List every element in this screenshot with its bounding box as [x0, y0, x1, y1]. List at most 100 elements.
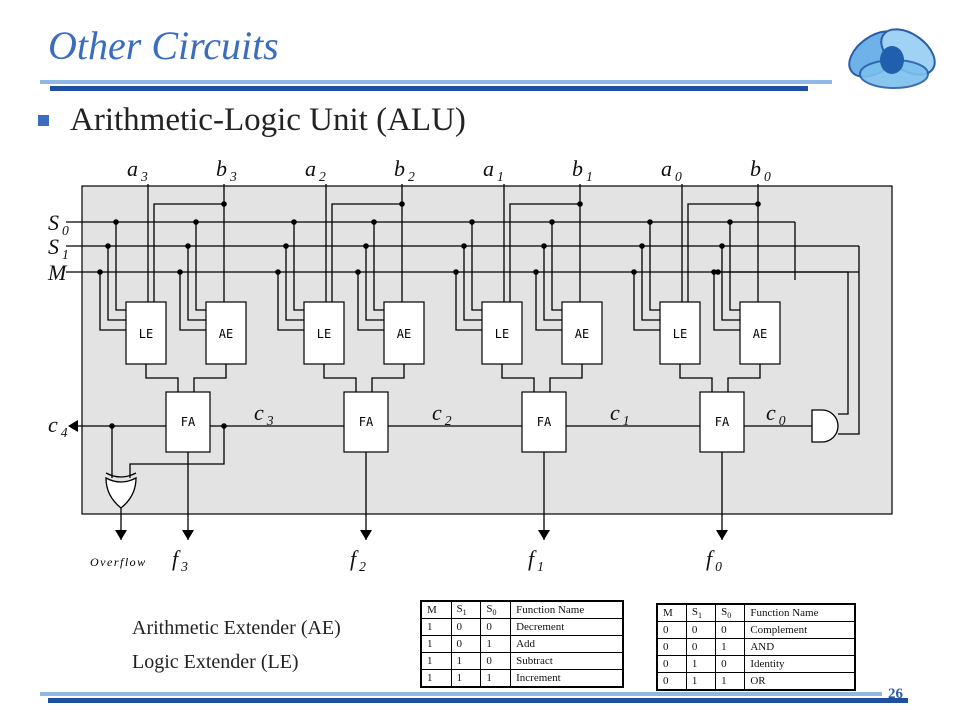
- le-block-label: LE: [673, 327, 687, 341]
- wire-b-to-le: [687, 203, 758, 302]
- ae-block-label: AE: [575, 327, 589, 341]
- table-cell: Complement: [744, 621, 855, 639]
- table-cell: 0: [656, 638, 687, 656]
- le-to-fa-wire: [501, 364, 535, 392]
- table-cell: 1: [685, 655, 716, 673]
- control-label-m: M: [47, 260, 68, 285]
- and-input-m: [718, 271, 849, 415]
- control-tap-ae: [551, 222, 562, 311]
- control-tap-le: [115, 222, 126, 311]
- ae-block: [561, 301, 603, 365]
- le-block: [303, 301, 345, 365]
- ae-table-header-2: S0: [480, 601, 511, 619]
- control-tap-ae: [535, 272, 562, 331]
- ae-block: [739, 301, 781, 365]
- le-block-label: LE: [139, 327, 153, 341]
- ae-block-label: AE: [397, 327, 411, 341]
- control-tap-le: [285, 246, 304, 321]
- title-divider-light: [40, 80, 832, 84]
- control-tap-le: [455, 272, 482, 331]
- le-block-label: LE: [317, 327, 331, 341]
- table-cell: 1: [420, 635, 452, 653]
- table-cell: 1: [420, 618, 452, 636]
- table-cell: 1: [480, 669, 511, 688]
- le-to-fa-wire: [679, 364, 713, 392]
- table-cell: Add: [510, 635, 623, 653]
- fa-block-label: FA: [359, 415, 374, 429]
- and-gate: [811, 409, 839, 443]
- table-cell: 1: [480, 635, 511, 653]
- ae-to-fa-wire: [371, 364, 405, 392]
- control-tap-ae: [729, 222, 740, 311]
- ae-block-label: AE: [219, 327, 233, 341]
- le-to-fa-wire: [323, 364, 357, 392]
- control-tap-le: [633, 272, 660, 331]
- table-cell: 0: [450, 618, 481, 636]
- control-tap-ae: [195, 222, 206, 311]
- fa-block: [343, 391, 389, 453]
- ae-to-fa-wire: [549, 364, 583, 392]
- control-tap-ae: [187, 246, 206, 321]
- control-tap-ae: [373, 222, 384, 311]
- table-cell: 0: [480, 652, 511, 670]
- output-arrow-f2: [360, 530, 372, 540]
- control-tap-ae: [713, 272, 740, 331]
- title-divider-dark: [50, 86, 808, 91]
- table-cell: Increment: [510, 669, 623, 688]
- table-cell: 0: [715, 655, 745, 673]
- ae-label: Arithmetic Extender (AE): [132, 617, 341, 639]
- output-arrow-f3: [182, 530, 194, 540]
- wire-b-to-le: [331, 203, 402, 302]
- table-cell: 1: [715, 672, 745, 691]
- output-arrow-f0: [716, 530, 728, 540]
- control-tap-ae: [357, 272, 384, 331]
- xor-input-c3: [129, 426, 225, 478]
- table-cell: 0: [685, 621, 716, 639]
- le-table-header-0: M: [656, 604, 687, 622]
- ae-to-fa-wire: [727, 364, 761, 392]
- control-tap-le: [107, 246, 126, 321]
- output-arrow-f1: [538, 530, 550, 540]
- le-table-header-1: S1: [685, 604, 716, 622]
- and-input-s1: [838, 246, 860, 435]
- table-cell: 0: [656, 672, 687, 691]
- bullet-icon: [38, 115, 49, 126]
- carry-out-arrow: [68, 420, 78, 432]
- control-tap-le: [277, 272, 304, 331]
- xor-gate: [105, 476, 137, 509]
- fa-block-label: FA: [715, 415, 730, 429]
- logo: [848, 28, 936, 89]
- footer-divider-dark: [48, 698, 908, 703]
- table-cell: 1: [685, 672, 716, 691]
- table-cell: 0: [715, 621, 745, 639]
- table-cell: 0: [656, 621, 687, 639]
- overflow-arrow: [115, 530, 127, 540]
- le-to-fa-wire: [145, 364, 179, 392]
- wire-b-to-le: [509, 203, 580, 302]
- xor-gate-curve: [105, 472, 137, 478]
- control-tap-ae: [365, 246, 384, 321]
- table-cell: 1: [715, 638, 745, 656]
- wire-b-to-le: [153, 203, 224, 302]
